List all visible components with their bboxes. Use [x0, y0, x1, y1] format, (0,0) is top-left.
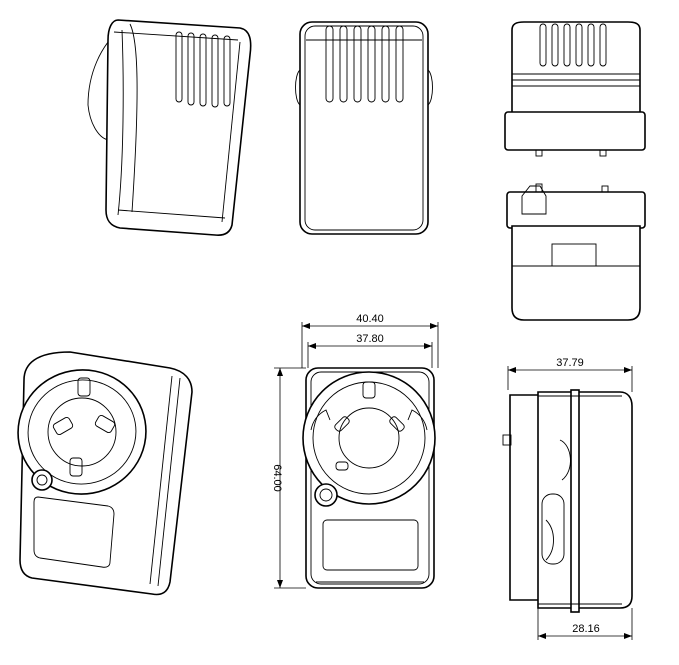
- view-front-socket: [302, 367, 436, 589]
- dimension-height: 64.00: [271, 464, 283, 492]
- dimension-overall-width: 40.40: [356, 313, 384, 325]
- view-isometric-top: [87, 19, 252, 236]
- front-dimensions: 40.40 37.80 64.00: [271, 313, 439, 589]
- vent-slots: [325, 25, 404, 103]
- side-dimensions: 37.79 28.16: [507, 357, 633, 640]
- vent-slots: [175, 31, 231, 108]
- view-bottom: [506, 183, 646, 321]
- dimension-body-width: 37.80: [356, 333, 384, 345]
- view-top: [504, 21, 646, 157]
- view-front-top: [295, 21, 433, 235]
- view-isometric-socket: [17, 351, 193, 596]
- view-side: [502, 389, 633, 613]
- dimension-side-overall: 37.79: [556, 357, 584, 369]
- dimension-side-body: 28.16: [572, 623, 600, 635]
- vent-slots: [539, 23, 607, 67]
